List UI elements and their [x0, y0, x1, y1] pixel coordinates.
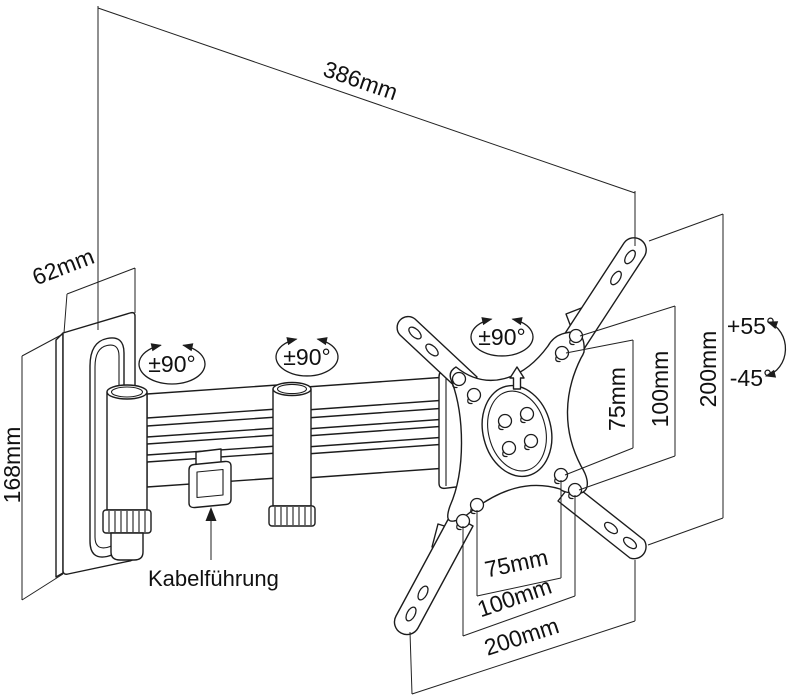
joint2-cap-rim — [276, 383, 308, 395]
swivel-angle-label: ±90° — [148, 351, 195, 377]
dimension-lines — [647, 213, 724, 546]
joint1-knurl-ridges — [108, 511, 146, 532]
joint2-knurl-ridges — [274, 507, 312, 525]
arm1-mid-bar — [146, 415, 293, 438]
dimension-vesa-vertical-75: 75mm — [564, 339, 634, 476]
arm1-top-bar — [146, 383, 293, 419]
arm2-mid-bar-2 — [291, 425, 448, 449]
dimension-bracket-height-200: 200mm — [647, 213, 724, 546]
dimension-label-width-200: 200mm — [481, 612, 562, 660]
dimension-lines — [21, 333, 64, 601]
swivel-angle-label: ±90° — [283, 344, 330, 370]
tilt-indicator: +55° -45° — [727, 313, 787, 391]
spider-arm-slot — [603, 521, 619, 535]
arm2-bottom-bar — [291, 443, 448, 480]
dimension-lines — [564, 339, 634, 476]
dimension-label-vesa-v75: 75mm — [604, 367, 630, 431]
rotation-arrow-icon — [275, 337, 339, 377]
arm-segment-2 — [291, 376, 448, 480]
joint2-knurled-knob — [268, 505, 316, 527]
spider-arm-slot — [624, 249, 636, 265]
dimension-label-plate-depth: 62mm — [29, 243, 98, 290]
swivel-joint-1 — [102, 384, 152, 561]
spider-arm-bottom-left — [393, 513, 474, 636]
spider-arm-slot — [405, 606, 417, 622]
vesa-plate — [447, 328, 589, 531]
dimension-label-arm-reach: 386mm — [320, 56, 401, 106]
dimension-lines — [578, 305, 676, 491]
swivel-indicator-vesa-plate: ±90° — [470, 317, 534, 357]
dimension-lines — [97, 6, 636, 330]
dimension-label-plate-height: 168mm — [0, 427, 25, 504]
tilt-arrow-icon — [764, 321, 787, 378]
cable-clip — [188, 448, 232, 509]
callout-arrow-icon — [205, 507, 217, 521]
vesa-spider-arms — [393, 237, 647, 636]
cable-routing-callout: Kabelführung — [148, 507, 279, 591]
vesa-center-boss-rim — [487, 390, 547, 472]
dimension-vesa-vertical-100: 100mm — [578, 305, 676, 491]
spider-arm-slot — [610, 270, 622, 286]
dimension-lines — [476, 480, 562, 597]
arm2-top-bar — [291, 376, 448, 412]
spider-arm-slot — [425, 343, 439, 357]
rotation-arrow-icon — [138, 343, 206, 385]
swivel-joint-2 — [268, 381, 316, 527]
wall-plate-side-face — [55, 332, 64, 578]
dimension-lines — [409, 560, 636, 695]
dimension-label-vesa-h100: 100mm — [474, 573, 555, 623]
joint2-cylinder — [272, 388, 312, 507]
swivel-angle-label: ±90° — [478, 324, 525, 350]
tilt-up-label: +55° — [727, 313, 775, 339]
cable-clip-box — [188, 460, 232, 509]
swivel-indicator-joint-2: ±90° — [275, 337, 339, 377]
tilt-down-label: -45° — [730, 365, 772, 391]
dimension-lines — [63, 267, 136, 334]
dimension-label-vesa-v100: 100mm — [647, 351, 673, 428]
spider-arm-top-right — [561, 237, 647, 353]
dimension-wall-plate-height: 168mm — [0, 333, 64, 601]
cable-routing-label: Kabelführung — [148, 566, 279, 591]
dimension-lines — [462, 495, 576, 637]
rotation-arrow-icon — [470, 317, 534, 357]
arm2-mid-bar — [291, 407, 448, 431]
orientation-up-arrow-icon — [509, 366, 525, 390]
dimension-arm-reach: 386mm — [97, 6, 636, 330]
joint1-cylinder — [106, 391, 148, 511]
swivel-indicator-joint-1: ±90° — [138, 343, 206, 385]
vesa-center-boss — [481, 384, 553, 478]
spider-arm-slot — [408, 326, 422, 340]
joint1-cap-rim — [110, 386, 144, 398]
dimension-label-height-200: 200mm — [695, 331, 721, 408]
spider-arm-slot — [622, 536, 638, 550]
joint1-lower-cap — [110, 532, 144, 561]
spider-arm-slot — [417, 585, 429, 601]
cable-clip-opening — [196, 468, 224, 499]
